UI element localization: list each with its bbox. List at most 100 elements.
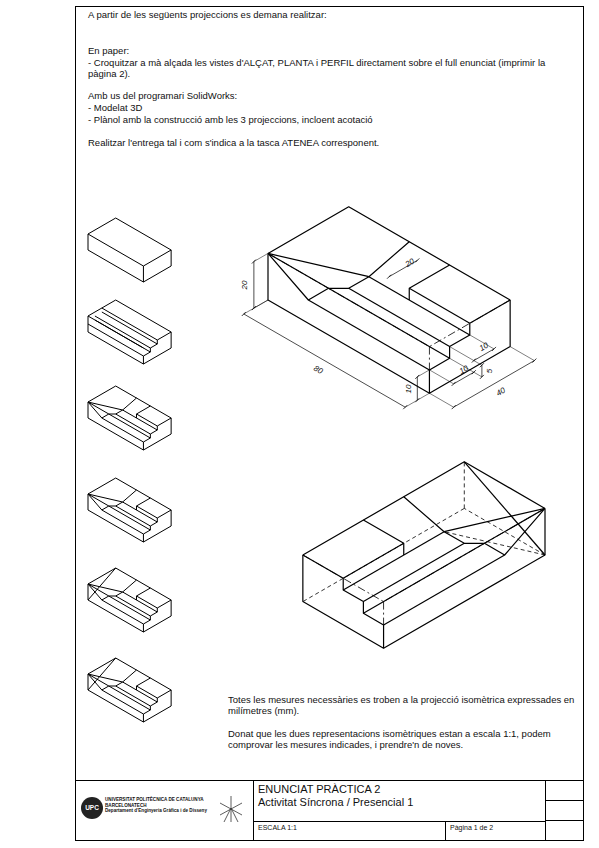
thumbnail-edge [109,596,151,620]
thumbnail-edge [88,658,171,690]
instruction-text: Realitzar l'entrega tal i com s'indica a… [88,137,568,148]
thumbnail-edge [136,686,157,698]
envelope-line [268,253,510,346]
extension-line [417,370,429,377]
thumbnail-edge [88,402,171,450]
logo-text: UPC [85,804,99,812]
thumbnail-edge [88,234,171,266]
thumbnail-edge [136,506,157,518]
thumbnail-edge [88,300,171,364]
thumbnail-edge [88,494,171,542]
part-edge [268,253,369,276]
thumbnail-edge [143,266,144,282]
thumbnail-edge [116,414,151,434]
thumbnail-edge [136,678,150,690]
envelope-line [383,602,384,625]
part-edge [363,543,464,601]
envelope-line [303,508,545,601]
thumbnail-edge [109,398,137,414]
part-edge [303,462,545,555]
dimension-tick [415,375,419,379]
part-edge [343,543,404,578]
extension-line [244,300,268,314]
part-edge [404,497,485,544]
dimension-tick [472,370,476,374]
part-edge [308,300,429,370]
part-edge [464,462,545,555]
thumbnail-edge [136,498,150,510]
thumbnail-edge [109,506,151,530]
extension-line [510,347,534,361]
thumbnail-edge [143,510,171,542]
institution-name: UNIVERSITAT POLITÈCNICA DE CATALUNYA BAR… [105,797,217,808]
dimension-value: 10 [405,384,415,393]
thumbnail-edge [123,592,158,612]
thumbnail-edge [136,406,150,418]
title-block-text: ENUNCIAT PRÀCTICA 2 [258,783,541,796]
dimension-tick [452,405,456,409]
thumbnail-edge [143,418,171,450]
dimension-tick [472,359,476,363]
dimension-tick [532,359,536,363]
dimension-tick [403,405,407,409]
title-block-text: Activitat Síncrona / Presencial 1 [258,796,541,809]
instruction-text: En paper: [88,45,568,56]
dimension-tick [415,258,419,262]
hidden-edge [444,532,545,555]
thumbnail-edge [116,686,151,706]
thumbnail-edge [88,218,171,282]
thumbnail-edge [102,308,157,340]
part-edge [329,242,410,289]
hidden-edge [303,508,464,601]
part-edge [369,277,470,335]
instruction-text: Amb us del programari SolidWorks: [88,90,568,101]
title-block-cell: ESCALA 1:1 [253,821,446,841]
thumbnail-edge [95,320,150,352]
dimension-tick [415,398,419,402]
dimension-line [481,365,482,377]
thumbnail-edge [88,674,123,682]
thumbnail-edge [109,580,137,596]
thumbnail-edge [123,502,158,522]
thumbnail-edge [136,588,150,600]
part-edge [409,265,449,300]
title-block-text: ESCALA 1:1 [258,824,441,832]
thumbnail-edge [88,658,116,690]
thumbnail-edge [88,584,171,632]
thumbnail-edge [88,568,171,600]
part-edge [303,555,384,648]
thumbnail-edge [116,596,151,616]
dimension-tick [387,275,391,279]
thumbnail-edge [88,324,143,356]
title-block-line [546,800,584,801]
thumbnail-edge [88,674,171,722]
thumbnail-edge [88,568,116,600]
instruction-text: - Modelat 3D [88,102,568,113]
extension-line [429,370,453,384]
dimension-tick [252,260,256,264]
thumbnail-edge [123,682,158,702]
part-edge [444,508,545,531]
instruction-text: - Croquitzar a mà alçada les vistes d'AL… [88,57,568,80]
sheet-frame [76,7,584,841]
part-edge [384,555,505,625]
thumbnail-edge [88,386,171,418]
dimension-tick [480,363,484,367]
thumbnail-edge [109,670,137,686]
dimension-tick [480,375,484,379]
instruction-text: A partir de les següents projeccions es … [88,9,568,20]
thumbnail-edge [116,506,151,526]
part-edge [409,288,470,323]
thumbnail-edge [143,690,171,722]
title-block-cell: ENUNCIAT PRÀCTICA 2Activitat Síncrona / … [253,780,546,822]
thumbnail-edge [88,478,171,510]
thumbnail-edge [143,332,171,364]
title-block-cell: Pàgina 1 de 2 [445,821,546,841]
thumbnail-edge [136,596,157,608]
thumbnail-edge [88,494,123,502]
extension-line [450,358,482,377]
part-edge [343,532,444,590]
thumbnail-edge [109,414,151,438]
part-edge [349,288,450,346]
